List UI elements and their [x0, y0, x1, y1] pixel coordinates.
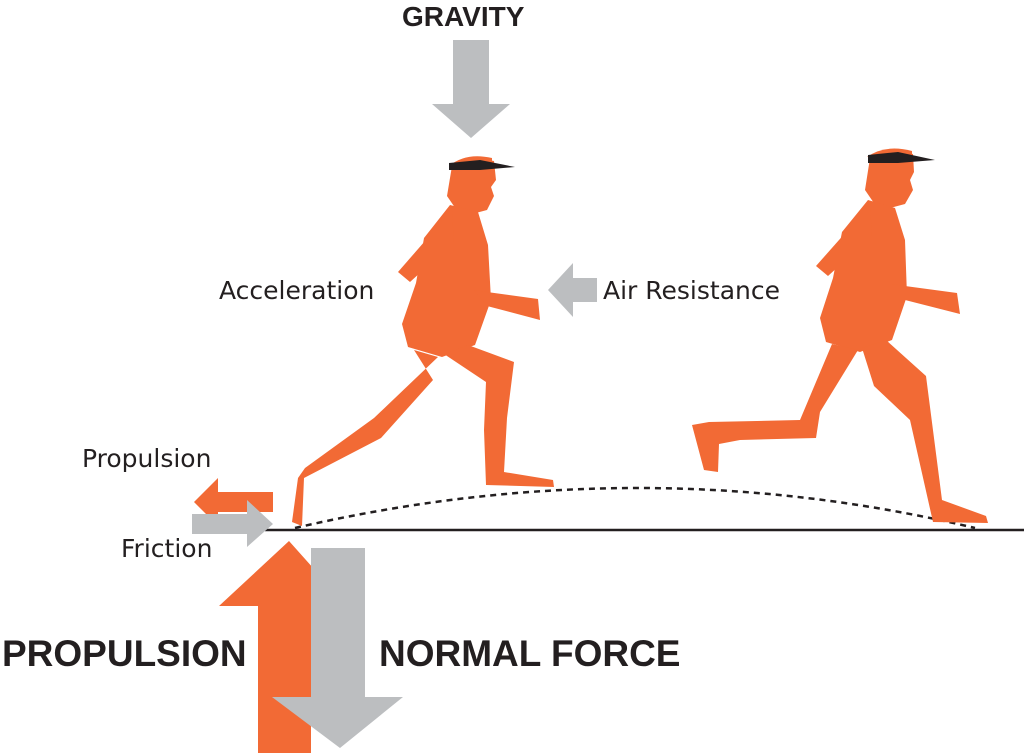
- runner-left-back-leg: [292, 350, 438, 526]
- runner-left-front-leg: [444, 345, 554, 487]
- gravity-label: GRAVITY: [402, 1, 525, 32]
- stride-trajectory: [294, 486, 976, 530]
- friction-arrow: [192, 500, 273, 547]
- runner-right-back-arm: [816, 205, 872, 276]
- propulsion-large-label: PROPULSION: [2, 633, 247, 674]
- runner-left-cap-brim: [449, 160, 515, 170]
- runner-left-head: [447, 157, 496, 215]
- normal-force-label: NORMAL FORCE: [379, 633, 681, 674]
- propulsion-small-label: Propulsion: [82, 444, 212, 473]
- air-resistance-label: Air Resistance: [603, 276, 780, 305]
- runner-right-front-leg: [862, 340, 988, 523]
- runner-right-cap-brim: [868, 152, 935, 163]
- runner-left-back-arm: [398, 210, 454, 282]
- runner-right-back-leg: [692, 344, 858, 472]
- runner-right-head: [865, 150, 914, 209]
- runner-right: [692, 148, 988, 523]
- runner-left: [292, 156, 554, 526]
- normal-force-arrow: [272, 548, 403, 748]
- air-resistance-arrow: [548, 263, 597, 317]
- runner-right-front-arm: [892, 284, 960, 314]
- friction-label: Friction: [121, 534, 213, 563]
- gravity-arrow: [432, 40, 510, 138]
- acceleration-label: Acceleration: [219, 276, 375, 305]
- runner-left-front-arm: [474, 290, 540, 320]
